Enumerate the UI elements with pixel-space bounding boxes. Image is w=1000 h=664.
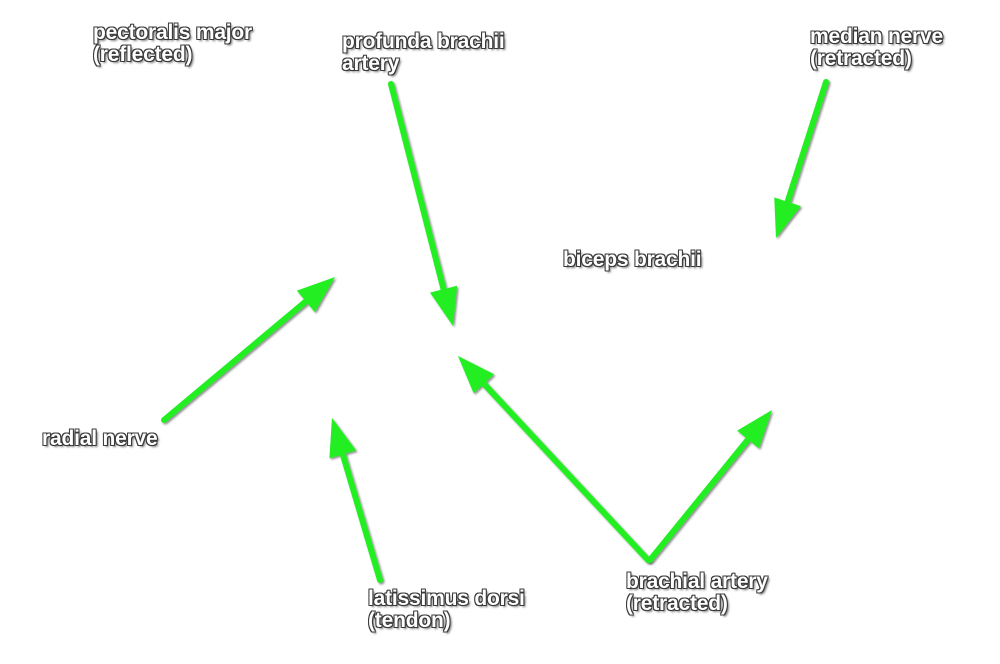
arrow-brachial-artery-left-shaft xyxy=(479,379,651,563)
label-pectoralis-major: pectoralis major (reflected) xyxy=(93,21,253,66)
arrow-brachial-artery-left xyxy=(458,356,651,563)
arrow-median-nerve-head xyxy=(774,197,801,238)
arrow-profunda-brachii-shaft xyxy=(388,81,448,295)
arrow-brachial-artery-right-head xyxy=(737,410,772,449)
label-brachial-artery: brachial artery (retracted) xyxy=(626,570,768,615)
arrow-profunda-brachii-head xyxy=(430,285,458,326)
arrow-latissimus-dorsi xyxy=(329,418,383,583)
label-median-nerve: median nerve (retracted) xyxy=(810,25,943,70)
arrow-latissimus-dorsi-head xyxy=(329,418,357,459)
arrow-radial-nerve xyxy=(161,277,335,423)
arrow-brachial-artery-right xyxy=(647,410,772,563)
label-profunda-brachii-artery: profunda brachii artery xyxy=(342,30,505,75)
arrow-latissimus-dorsi-shaft xyxy=(339,449,383,583)
arrow-profunda-brachii xyxy=(388,81,458,326)
arrow-radial-nerve-shaft xyxy=(161,297,311,423)
label-radial-nerve: radial nerve xyxy=(42,427,158,450)
label-latissimus-dorsi-tendon: latissimus dorsi (tendon) xyxy=(368,587,525,632)
arrow-median-nerve-shaft xyxy=(783,79,829,207)
arrow-brachial-artery-left-head xyxy=(458,356,495,394)
arrow-radial-nerve-head xyxy=(296,277,335,313)
arrow-median-nerve xyxy=(774,79,829,238)
arrow-brachial-artery-right-shaft xyxy=(647,434,753,563)
label-biceps-brachii: biceps brachii xyxy=(563,248,702,271)
